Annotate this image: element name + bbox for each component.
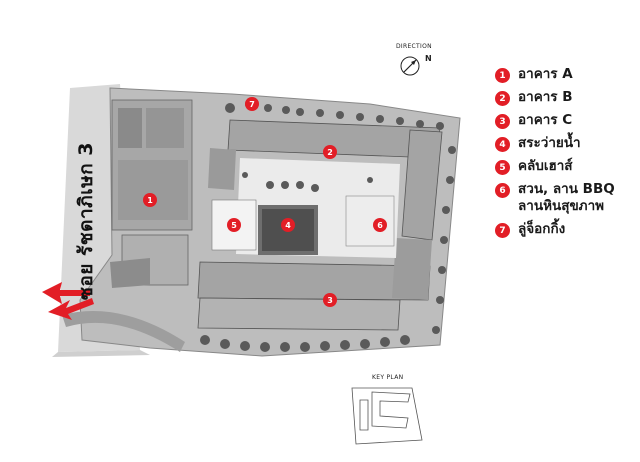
building-c bbox=[197, 238, 432, 331]
svg-text:7: 7 bbox=[249, 100, 255, 109]
marker-2: 2 bbox=[323, 145, 337, 159]
legend-item-building-b: 2 อาคาร B bbox=[495, 89, 635, 106]
clubhouse bbox=[211, 199, 257, 251]
svg-text:3: 3 bbox=[327, 296, 333, 305]
street-label: ซอย รัชดาภิเษก 3 bbox=[75, 141, 98, 301]
compass bbox=[400, 56, 420, 76]
legend-item-clubhouse: 5 คลับเฮาส์ bbox=[495, 158, 635, 175]
legend-label: คลับเฮาส์ bbox=[518, 158, 573, 174]
marker-4: 4 bbox=[281, 218, 295, 232]
marker-1: 1 bbox=[143, 193, 157, 207]
marker-3: 3 bbox=[323, 293, 337, 307]
direction-label: DIRECTION bbox=[396, 43, 432, 50]
legend-item-pool: 4 สระว่ายน้ำ bbox=[495, 135, 635, 152]
legend-label: สระว่ายน้ำ bbox=[518, 135, 581, 151]
svg-text:6: 6 bbox=[377, 221, 383, 230]
building-a bbox=[110, 99, 193, 288]
legend: 1 อาคาร A 2 อาคาร B 3 อาคาร C 4 สระว่ายน… bbox=[495, 66, 635, 244]
key-plan bbox=[351, 387, 423, 445]
marker-7: 7 bbox=[245, 97, 259, 111]
legend-label: สวน, ลาน BBQ ลานหินสุขภาพ bbox=[518, 181, 615, 215]
legend-marker: 2 bbox=[495, 91, 510, 106]
legend-item-building-c: 3 อาคาร C bbox=[495, 112, 635, 129]
svg-text:2: 2 bbox=[327, 148, 333, 157]
legend-item-garden: 6 สวน, ลาน BBQ ลานหินสุขภาพ bbox=[495, 181, 635, 215]
legend-marker: 7 bbox=[495, 223, 510, 238]
legend-label-line2: ลานหินสุขภาพ bbox=[518, 198, 605, 214]
legend-label-line1: สวน, ลาน BBQ bbox=[518, 181, 615, 197]
building-b bbox=[208, 119, 443, 241]
svg-text:4: 4 bbox=[285, 221, 291, 230]
legend-label: อาคาร A bbox=[518, 66, 573, 82]
north-label: N bbox=[425, 54, 432, 63]
trees bbox=[200, 99, 456, 352]
site-markers: 1 2 3 4 5 6 7 bbox=[143, 97, 387, 307]
entrance-arrows bbox=[42, 282, 94, 320]
legend-marker: 4 bbox=[495, 137, 510, 152]
marker-6: 6 bbox=[373, 218, 387, 232]
legend-label: อาคาร C bbox=[518, 112, 573, 128]
legend-marker: 1 bbox=[495, 68, 510, 83]
legend-marker: 6 bbox=[495, 183, 510, 198]
legend-label: ลู่จ็อกกิ้ง bbox=[518, 221, 566, 237]
svg-text:5: 5 bbox=[231, 221, 237, 230]
key-plan-label: KEY PLAN bbox=[372, 374, 404, 381]
marker-5: 5 bbox=[227, 218, 241, 232]
legend-marker: 5 bbox=[495, 160, 510, 175]
legend-item-jogging-track: 7 ลู่จ็อกกิ้ง bbox=[495, 221, 635, 238]
svg-text:1: 1 bbox=[147, 196, 153, 205]
legend-marker: 3 bbox=[495, 114, 510, 129]
legend-item-building-a: 1 อาคาร A bbox=[495, 66, 635, 83]
garden bbox=[345, 195, 395, 247]
legend-label: อาคาร B bbox=[518, 89, 573, 105]
